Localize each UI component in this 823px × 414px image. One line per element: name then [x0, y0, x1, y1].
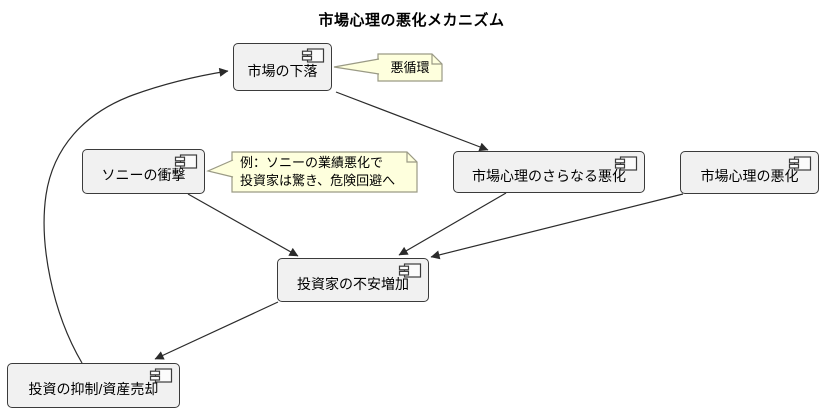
note-text-line2: 投資家は驚き、危険回避へ: [240, 173, 396, 188]
edge-decline-to-further: [335, 91, 489, 152]
component-icon: [301, 48, 325, 63]
note-connector: [333, 58, 380, 75]
node-label: 投資の抑制/資産売却: [28, 381, 159, 397]
edge-sony-to-anxiety: [187, 193, 299, 257]
note-connector: [206, 159, 234, 178]
node-sentiment-worsening: 市場心理の悪化: [680, 151, 819, 194]
note-vicious-cycle-shape: [333, 53, 443, 82]
diagram-title: 市場心理の悪化メカニズム: [318, 12, 505, 29]
note-vicious-cycle: 悪循環: [378, 54, 442, 81]
edge-anxiety-to-restraint: [154, 301, 279, 360]
node-sentiment-further-worsening: 市場心理のさらなる悪化: [453, 151, 645, 193]
component-icon: [398, 263, 422, 278]
node-label: ソニーの衝撃: [101, 167, 186, 183]
component-icon: [149, 368, 173, 383]
node-investment-restraint: 投資の抑制/資産売却: [7, 363, 180, 408]
node-label: 市場の下落: [247, 62, 318, 79]
node-label: 市場心理のさらなる悪化: [472, 167, 626, 184]
note-sony-example-shape: [206, 151, 418, 193]
component-icon: [788, 156, 812, 171]
note-text-line1: 例：ソニーの業績悪化で: [240, 155, 384, 170]
node-sony-shock: ソニーの衝撃: [82, 149, 205, 194]
note-text: 悪循環: [390, 59, 430, 75]
component-icon: [174, 154, 198, 169]
node-market-decline: 市場の下落: [233, 43, 332, 91]
node-investor-anxiety: 投資家の不安増加: [277, 258, 429, 302]
edge-further-to-anxiety: [398, 192, 507, 256]
node-label: 投資家の不安増加: [297, 275, 409, 292]
edge-worsening-to-anxiety: [430, 193, 684, 260]
edge-restraint-to-decline: [43, 67, 229, 364]
component-icon: [614, 156, 638, 171]
note-sony-example: 例：ソニーの業績悪化で 投資家は驚き、危険回避へ: [240, 154, 395, 190]
node-label: 市場心理の悪化: [700, 168, 799, 184]
